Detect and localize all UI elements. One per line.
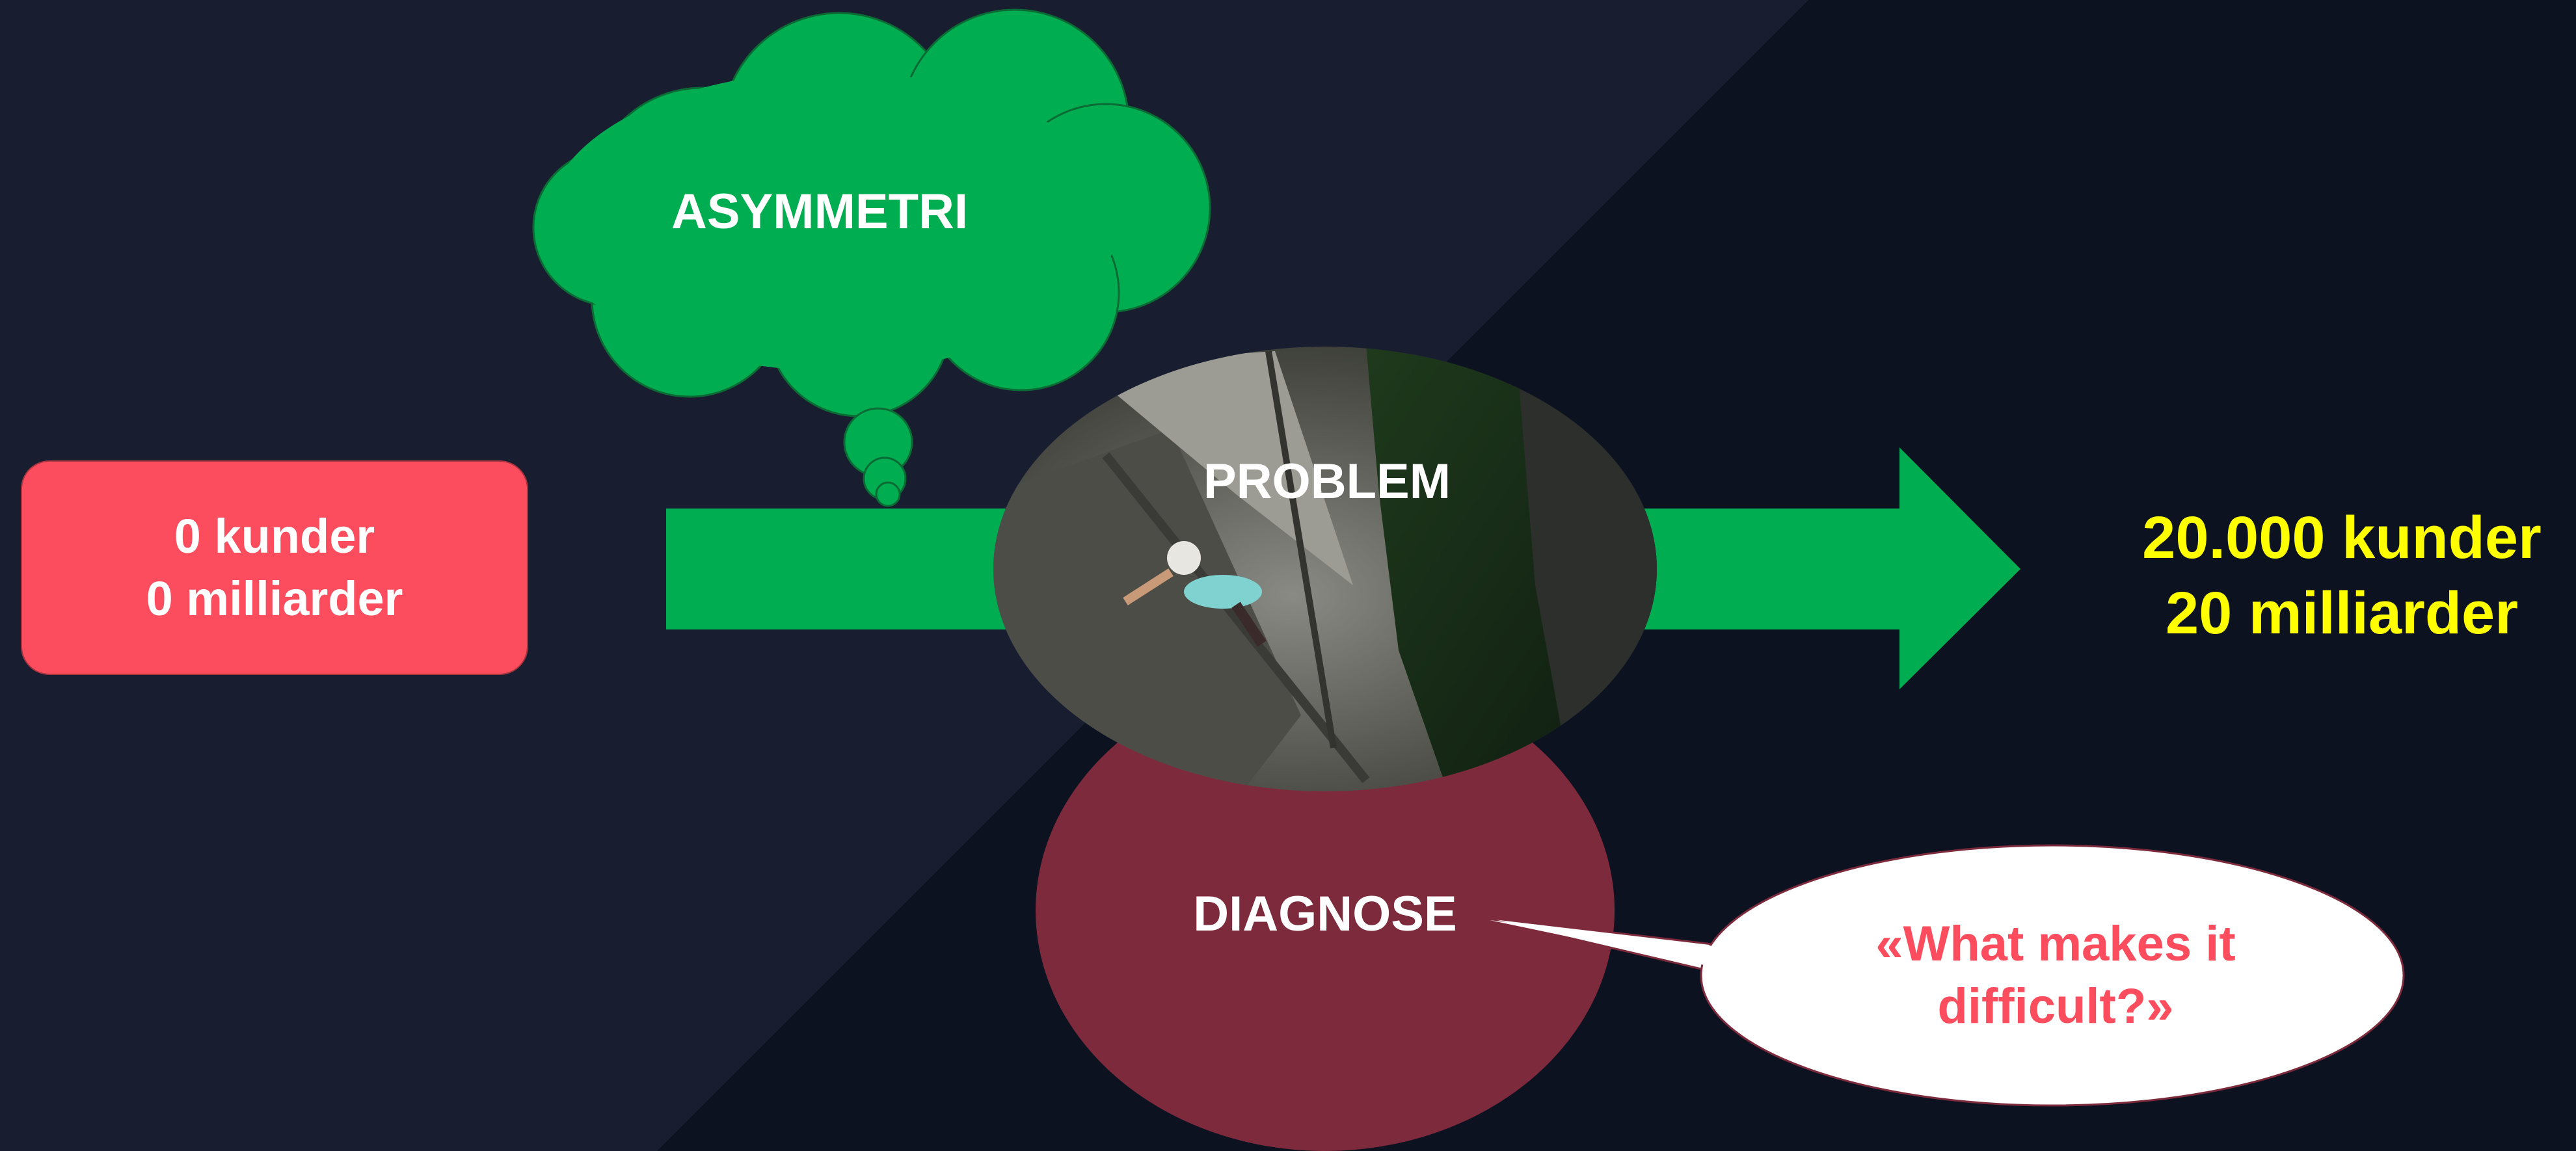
cloud-label: ASYMMETRI	[671, 183, 968, 239]
start-state-label: 0 kunder 0 milliarder	[21, 460, 528, 675]
diagnose-label: DIAGNOSE	[1193, 886, 1457, 942]
quote-line-1: «What makes it	[1875, 916, 2236, 972]
problem-label: PROBLEM	[1203, 453, 1451, 509]
thought-cloud	[532, 8, 1211, 507]
quote-line-2: difficult?»	[1937, 979, 2174, 1034]
start-state-box	[21, 460, 528, 675]
goal-amount: 20 milliarder	[2165, 580, 2519, 646]
quote-speech-bubble	[1479, 844, 2405, 1107]
diagnose-circle	[1036, 670, 1615, 1151]
problem-photo	[993, 347, 1657, 791]
quote-text: «What makes it difficult?»	[1756, 904, 2355, 1047]
goal-customers: 20.000 kunder	[2142, 505, 2542, 571]
start-customers: 0 kunder	[174, 509, 375, 563]
start-amount: 0 milliarder	[146, 572, 403, 626]
goal-label: 20.000 kunder 20 milliarder	[2108, 501, 2576, 650]
